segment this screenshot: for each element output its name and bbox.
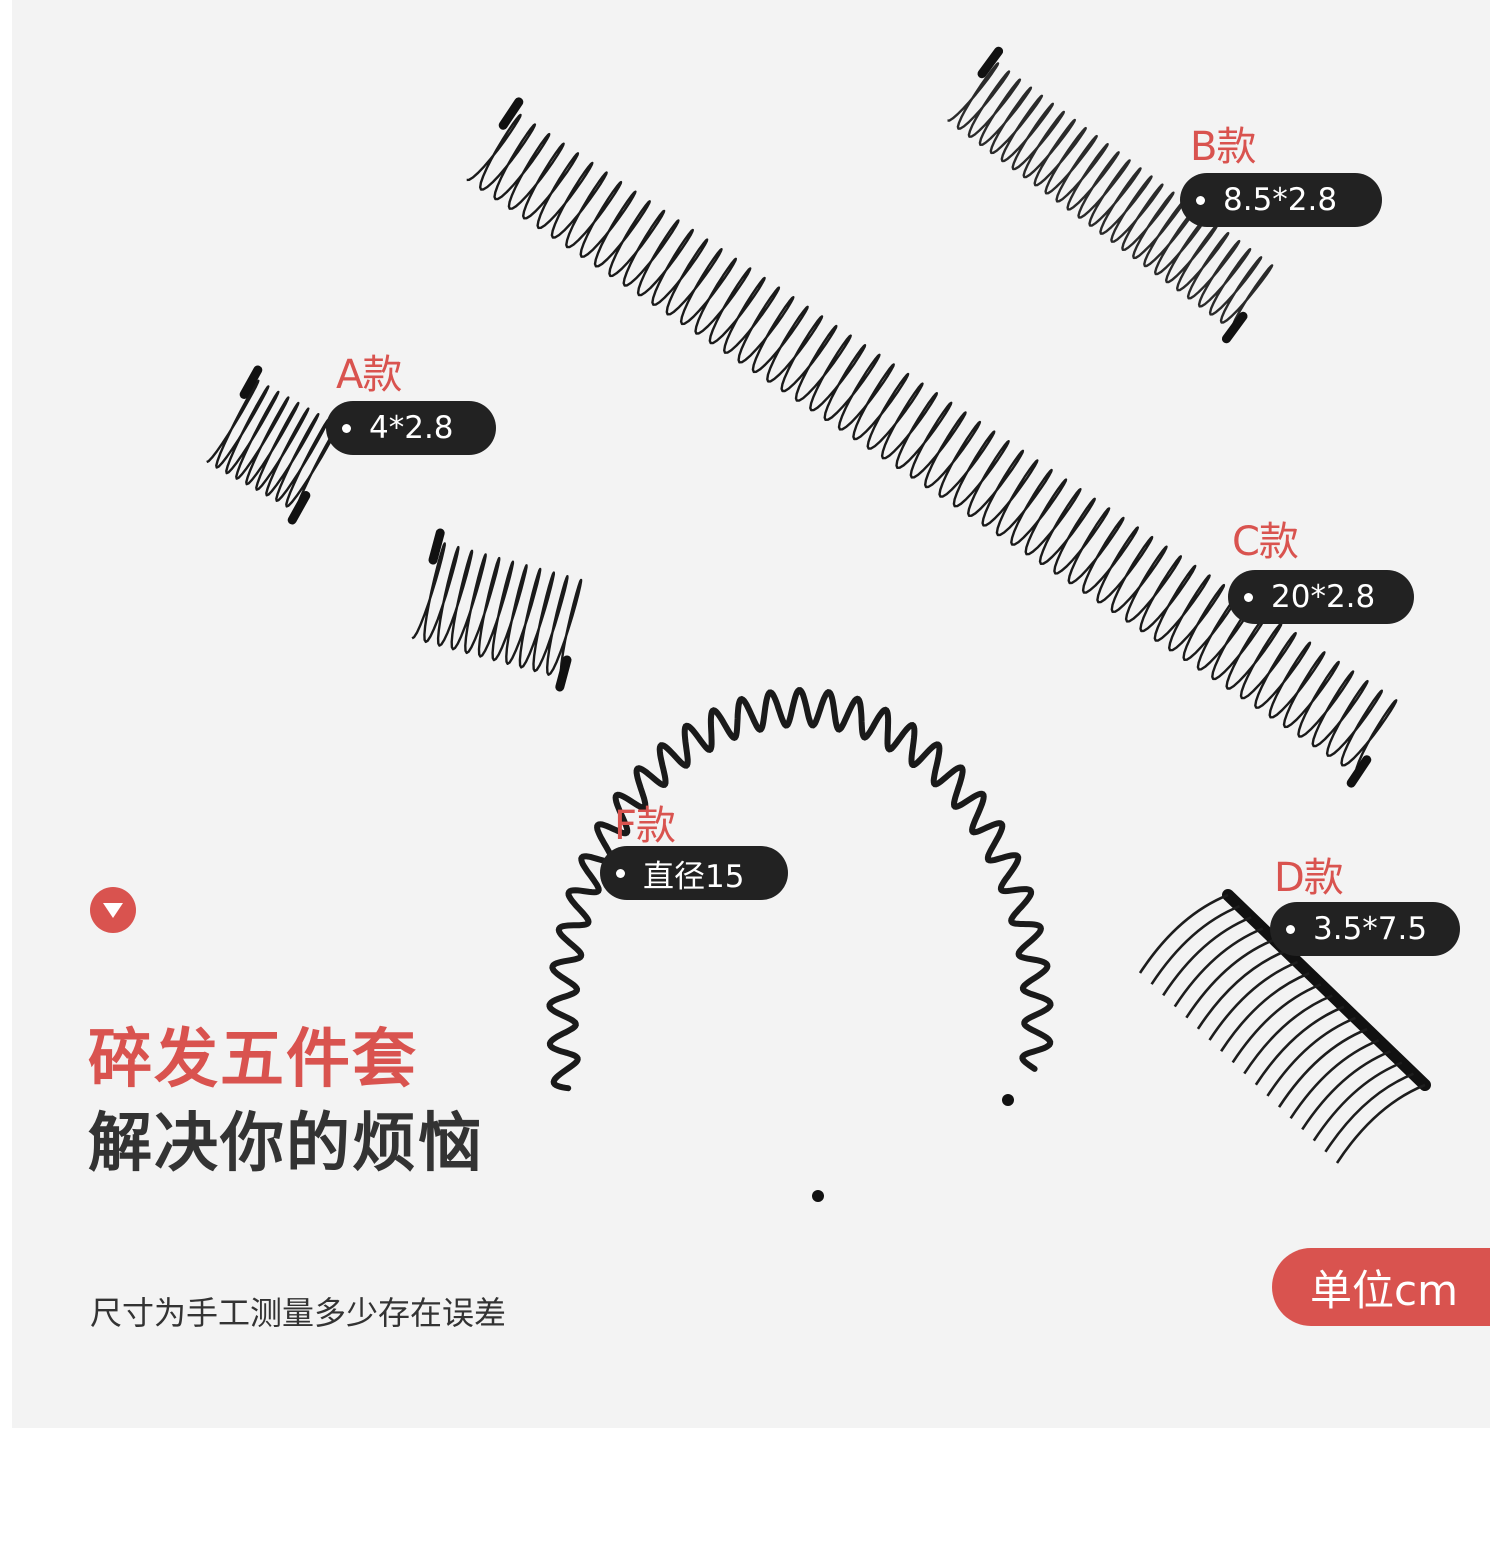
product-d-tag: D款 (1274, 855, 1344, 901)
bullet-dot (1286, 924, 1295, 934)
clip-a-second-illustration-end-cap (428, 528, 445, 565)
comb-tooth (1208, 960, 1299, 1041)
bullet-dot (1244, 592, 1253, 602)
bullet-dot (616, 868, 625, 878)
product-f-tag: F款 (614, 803, 676, 849)
clip-b-illustration-end-cap (977, 46, 1004, 79)
clip-a-second-illustration (411, 542, 583, 679)
clip-a-illustration-end-cap (239, 365, 263, 399)
comb-tooth (1173, 927, 1264, 1008)
product-b-size-pill: 8.5*2.8 (1180, 173, 1382, 227)
clip-b-illustration (947, 62, 1274, 331)
product-panel: B款 8.5*2.8 A款 4*2.8 C款 20*2.8 F款 直径15 D款… (12, 0, 1490, 1428)
comb-tooth (1243, 994, 1333, 1075)
bullet-dot (342, 423, 351, 433)
headline-secondary: 解决你的烦恼 (88, 1107, 484, 1181)
headband-end-bead (1002, 1094, 1014, 1106)
product-a-size: 4*2.8 (369, 410, 454, 446)
comb-tooth (1231, 983, 1322, 1064)
product-f-size: 直径15 (643, 858, 745, 895)
clip-a-second-illustration-end-cap (555, 655, 572, 692)
product-d-size: 3.5*7.5 (1313, 911, 1428, 947)
clip-b-illustration-end-cap (1221, 311, 1248, 344)
comb-tooth (1301, 1050, 1391, 1131)
product-c-size-pill: 20*2.8 (1228, 570, 1414, 624)
product-b-size: 8.5*2.8 (1223, 182, 1338, 218)
product-c-size: 20*2.8 (1271, 579, 1376, 615)
comb-spine (1222, 889, 1431, 1091)
comb-tooth (1254, 1005, 1345, 1086)
clip-a-illustration (206, 379, 340, 513)
comb-tooth (1277, 1027, 1368, 1108)
comb-tooth (1324, 1072, 1414, 1153)
wavy-headband-illustration (546, 687, 1054, 1092)
comb-tooth (1138, 893, 1229, 974)
product-f-size-pill: 直径15 (600, 846, 788, 900)
product-a-tag: A款 (336, 352, 402, 398)
product-b-tag: B款 (1190, 124, 1256, 170)
measurement-note: 尺寸为手工测量多少存在误差 (90, 1294, 507, 1332)
comb-tooth (1266, 1016, 1356, 1097)
product-a-size-pill: 4*2.8 (326, 401, 496, 455)
comb-tooth (1289, 1039, 1380, 1120)
clip-c-illustration-end-cap (498, 97, 524, 130)
comb-tooth (1185, 938, 1275, 1019)
headband-end-bead (812, 1190, 824, 1202)
bullet-dot (1196, 195, 1205, 205)
headline-primary: 碎发五件套 (88, 1023, 418, 1097)
comb-tooth (1150, 904, 1241, 985)
clip-a-illustration-end-cap (287, 491, 311, 525)
triangle-down-icon (90, 887, 136, 933)
comb-tooth (1196, 949, 1287, 1030)
comb-tooth (1312, 1061, 1403, 1142)
unit-badge: 单位cm (1272, 1248, 1490, 1326)
comb-tooth (1220, 972, 1310, 1052)
comb-tooth (1162, 916, 1252, 997)
clip-c-illustration (466, 113, 1398, 776)
product-d-size-pill: 3.5*7.5 (1270, 902, 1460, 956)
clip-c-illustration-end-cap (1346, 755, 1372, 788)
product-c-tag: C款 (1232, 519, 1299, 565)
comb-tooth (1335, 1083, 1426, 1164)
hairpin-illustrations (206, 46, 1431, 1202)
